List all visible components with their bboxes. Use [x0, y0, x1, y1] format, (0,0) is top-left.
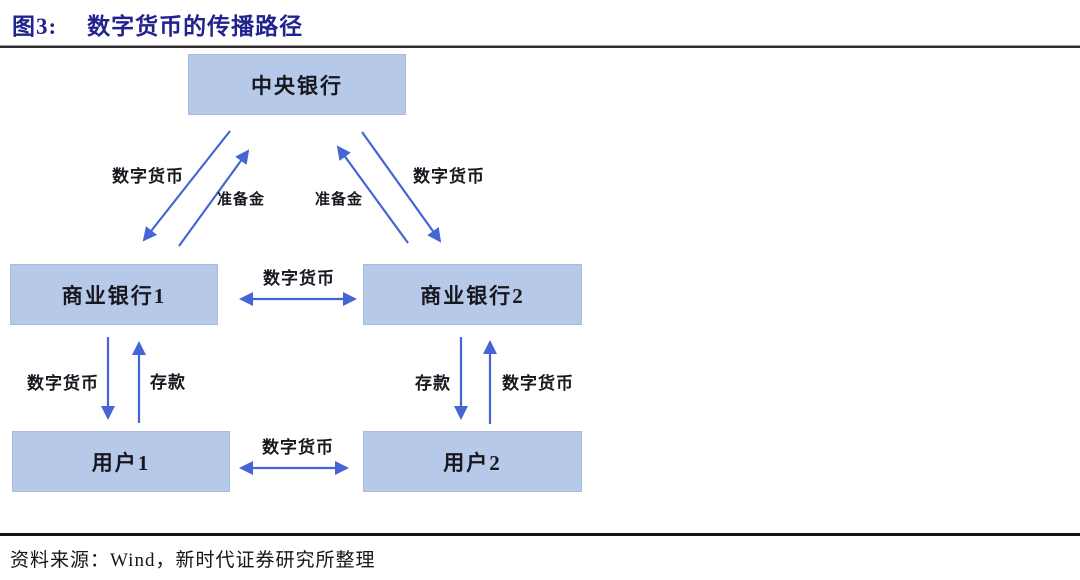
node-central-bank-label: 中央银行 [251, 73, 343, 98]
node-commercial-bank-1-label: 商业银行1 [61, 283, 167, 308]
label-user2-to-bank2-digital: 数字货币 [502, 374, 574, 393]
label-user1-to-bank1-deposit: 存款 [150, 373, 186, 392]
label-central-to-bank1-digital: 数字货币 [112, 167, 184, 186]
label-user1-user2-digital: 数字货币 [262, 438, 334, 457]
arrow-bank2-to-central [336, 145, 409, 244]
source-note: 资料来源：Wind，新时代证券研究所整理 [10, 550, 376, 571]
figure-header: 图3: 数字货币的传播路径 [12, 7, 303, 41]
node-user-1-label: 用户1 [91, 450, 151, 475]
footer-divider [0, 533, 1080, 536]
label-central-to-bank2-digital: 数字货币 [413, 167, 485, 186]
node-user-2: 用户2 [363, 431, 582, 492]
label-bank1-to-user1-digital: 数字货币 [27, 374, 99, 393]
header-divider [0, 45, 1080, 48]
node-central-bank: 中央银行 [188, 54, 406, 115]
arrow-central-to-bank2 [361, 131, 442, 243]
node-commercial-bank-2-label: 商业银行2 [420, 283, 525, 308]
arrow-bank1-to-central [178, 149, 250, 247]
node-user-2-label: 用户2 [443, 450, 502, 475]
arrow-central-to-bank1 [142, 130, 231, 242]
figure-number: 图3: [12, 14, 58, 39]
node-commercial-bank-1: 商业银行1 [10, 264, 218, 325]
label-bank1-bank2-digital: 数字货币 [263, 269, 335, 288]
node-commercial-bank-2: 商业银行2 [363, 264, 582, 325]
label-bank2-to-central-reserve: 准备金 [315, 192, 364, 208]
figure-title: 数字货币的传播路径 [87, 14, 304, 39]
node-user-1: 用户1 [12, 431, 230, 492]
label-bank2-to-user2-deposit: 存款 [415, 374, 451, 393]
label-bank1-to-central-reserve: 准备金 [217, 192, 266, 208]
